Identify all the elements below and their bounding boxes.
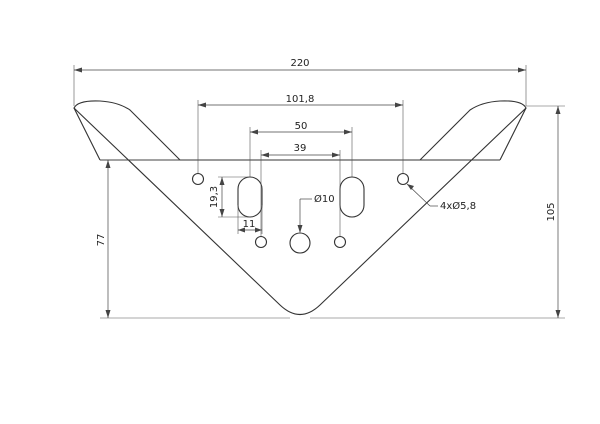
label-small-holes-callout: 4xØ5,8	[440, 200, 476, 212]
holes	[191, 172, 410, 254]
label-inner-height: 77	[96, 234, 107, 247]
callout-center-hole: Ø10	[297, 193, 335, 233]
outer-hole-right	[396, 172, 410, 186]
outer-hole-left	[191, 172, 205, 186]
label-total-height: 105	[546, 202, 557, 221]
dim-total-height: 105	[310, 105, 565, 319]
label-slot-width: 11	[243, 219, 256, 230]
dim-slots: 50	[249, 121, 353, 177]
small-hole-left	[254, 235, 268, 249]
dim-inner-height: 77	[96, 159, 290, 319]
left-arm-edge	[73, 107, 101, 161]
label-slots: 50	[295, 121, 308, 132]
slot-left	[237, 176, 263, 218]
slot-right	[339, 176, 365, 218]
right-arm-edge	[499, 107, 527, 161]
callout-small-holes: 4xØ5,8	[406, 183, 476, 212]
label-small-holes: 39	[294, 143, 307, 154]
label-slot-length: 19,3	[209, 186, 220, 208]
dim-slot-length: 19,3	[209, 176, 250, 218]
dim-small-holes: 39	[260, 143, 341, 236]
center-hole	[289, 232, 311, 254]
dim-overall-width: 220	[73, 58, 527, 106]
dim-slot-width: 11	[237, 205, 263, 234]
label-overall-width: 220	[290, 58, 309, 69]
label-center-hole: Ø10	[314, 193, 335, 205]
small-hole-right	[333, 235, 347, 249]
label-outer-holes: 101,8	[286, 94, 315, 105]
plate-contour	[73, 100, 527, 316]
dim-outer-holes: 101,8	[197, 94, 404, 173]
